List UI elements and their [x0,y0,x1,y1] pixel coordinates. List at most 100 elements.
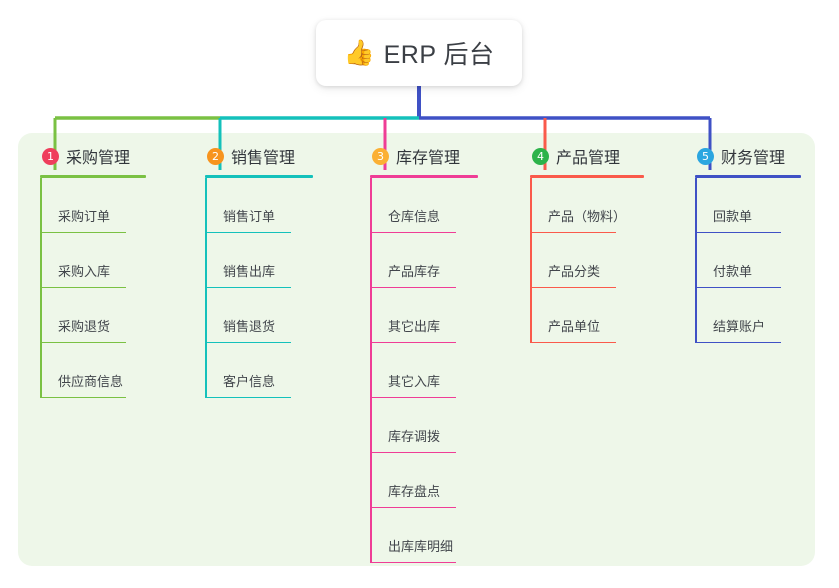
branch-title: 采购管理 [66,150,131,167]
branch-item-label: 采购订单 [58,209,111,224]
branch-item-label: 销售订单 [223,209,276,224]
branch-item-list: 仓库信息产品库存其它出库其它入库库存调拨库存盘点出库库明细 [370,178,478,563]
branch-item-label: 客户信息 [223,374,276,389]
branch-column-1: 1 采购管理采购订单采购入库采购退货供应商信息 [40,143,146,398]
branch-item-underline [370,396,456,398]
branch-column-4: 4 产品管理产品（物料） 产品分类产品单位 [530,143,644,343]
branch-item-underline [205,341,291,343]
branch-item[interactable]: 销售退货 [205,288,313,343]
branch-item[interactable]: 产品（物料） [530,178,644,233]
branch-item-underline [695,286,781,288]
branch-item-underline [205,396,291,398]
branch-item-underline [530,341,616,343]
branch-item-label: 结算账户 [713,319,766,334]
branch-title: 产品管理 [556,150,621,167]
branch-title: 库存管理 [396,150,461,167]
branch-item[interactable]: 客户信息 [205,343,313,398]
branch-item-underline [40,286,126,288]
branch-item[interactable]: 采购入库 [40,233,146,288]
branch-header-3[interactable]: 3 库存管理 [370,143,478,169]
branch-item-label: 回款单 [713,209,753,224]
branch-number-badge: 5 [697,147,714,165]
branch-item-underline [695,231,781,233]
branch-item-label: 其它入库 [388,374,441,389]
branch-item-label: 仓库信息 [388,209,441,224]
branch-underline [40,175,146,178]
branch-header-2[interactable]: 2 销售管理 [205,143,313,169]
branch-item[interactable]: 回款单 [695,178,801,233]
branch-item-underline [40,231,126,233]
branch-item-underline [370,231,456,233]
branch-header-5[interactable]: 5 财务管理 [695,143,801,169]
branch-item-underline [530,286,616,288]
branch-item-underline [205,231,291,233]
root-node[interactable]: 👍 ERP 后台 [316,20,522,86]
branch-number-badge: 3 [372,147,389,165]
branch-item-list: 销售订单销售出库销售退货客户信息 [205,178,313,398]
branch-item-underline [40,341,126,343]
branch-item-label: 付款单 [713,264,753,279]
branch-item-label: 供应商信息 [58,374,124,389]
branch-item-list: 回款单付款单结算账户 [695,178,801,343]
branch-item[interactable]: 销售订单 [205,178,313,233]
branch-header-1[interactable]: 1 采购管理 [40,143,146,169]
branch-spine [695,178,697,343]
branch-header-4[interactable]: 4 产品管理 [530,143,644,169]
branch-item[interactable]: 产品单位 [530,288,644,343]
branch-item-label: 产品（物料） [548,209,627,224]
branch-item[interactable]: 结算账户 [695,288,801,343]
branch-item[interactable]: 销售出库 [205,233,313,288]
branch-item-label: 库存盘点 [388,484,441,499]
branch-number-badge: 1 [42,147,59,165]
branch-item[interactable]: 采购订单 [40,178,146,233]
branch-column-5: 5 财务管理回款单付款单结算账户 [695,143,801,343]
branch-item-underline [370,451,456,453]
branch-spine [205,178,207,398]
branches-panel [18,133,815,566]
branch-item-label: 其它出库 [388,319,441,334]
branch-underline [530,175,644,178]
branch-item[interactable]: 产品分类 [530,233,644,288]
branch-column-3: 3 库存管理仓库信息产品库存其它出库其它入库库存调拨库存盘点出库库明细 [370,143,478,563]
branch-spine [370,178,372,563]
branch-item-label: 出库库明细 [388,539,454,554]
thumbs-up-icon: 👍 [343,38,375,67]
branch-item[interactable]: 其它入库 [370,343,478,398]
branch-item-underline [370,341,456,343]
branch-item[interactable]: 库存盘点 [370,453,478,508]
branch-item-label: 产品分类 [548,264,601,279]
branch-item-label: 销售退货 [223,319,276,334]
branch-number-badge: 2 [207,147,224,165]
branch-item[interactable]: 采购退货 [40,288,146,343]
branch-item-underline [40,396,126,398]
branch-item-label: 采购退货 [58,319,111,334]
branch-item-underline [530,231,616,233]
branch-underline [205,175,313,178]
branch-item[interactable]: 出库库明细 [370,508,478,563]
branch-spine [40,178,42,398]
branch-item-label: 库存调拨 [388,429,441,444]
branch-item[interactable]: 供应商信息 [40,343,146,398]
branch-item-label: 产品库存 [388,264,441,279]
branch-item-underline [695,341,781,343]
branch-item-label: 产品单位 [548,319,601,334]
branch-item-underline [205,286,291,288]
branch-item-underline [370,506,456,508]
branch-title: 销售管理 [231,150,296,167]
branch-item[interactable]: 库存调拨 [370,398,478,453]
branch-number-badge: 4 [532,147,549,165]
branch-item-label: 销售出库 [223,264,276,279]
branch-item-underline [370,561,456,563]
branch-item[interactable]: 付款单 [695,233,801,288]
branch-item[interactable]: 仓库信息 [370,178,478,233]
branch-column-2: 2 销售管理销售订单销售出库销售退货客户信息 [205,143,313,398]
branch-item-list: 采购订单采购入库采购退货供应商信息 [40,178,146,398]
branch-title: 财务管理 [721,150,786,167]
branch-underline [695,175,801,178]
branch-item-label: 采购入库 [58,264,111,279]
branch-item[interactable]: 其它出库 [370,288,478,343]
branch-item[interactable]: 产品库存 [370,233,478,288]
branch-spine [530,178,532,343]
branch-item-list: 产品（物料） 产品分类产品单位 [530,178,644,343]
